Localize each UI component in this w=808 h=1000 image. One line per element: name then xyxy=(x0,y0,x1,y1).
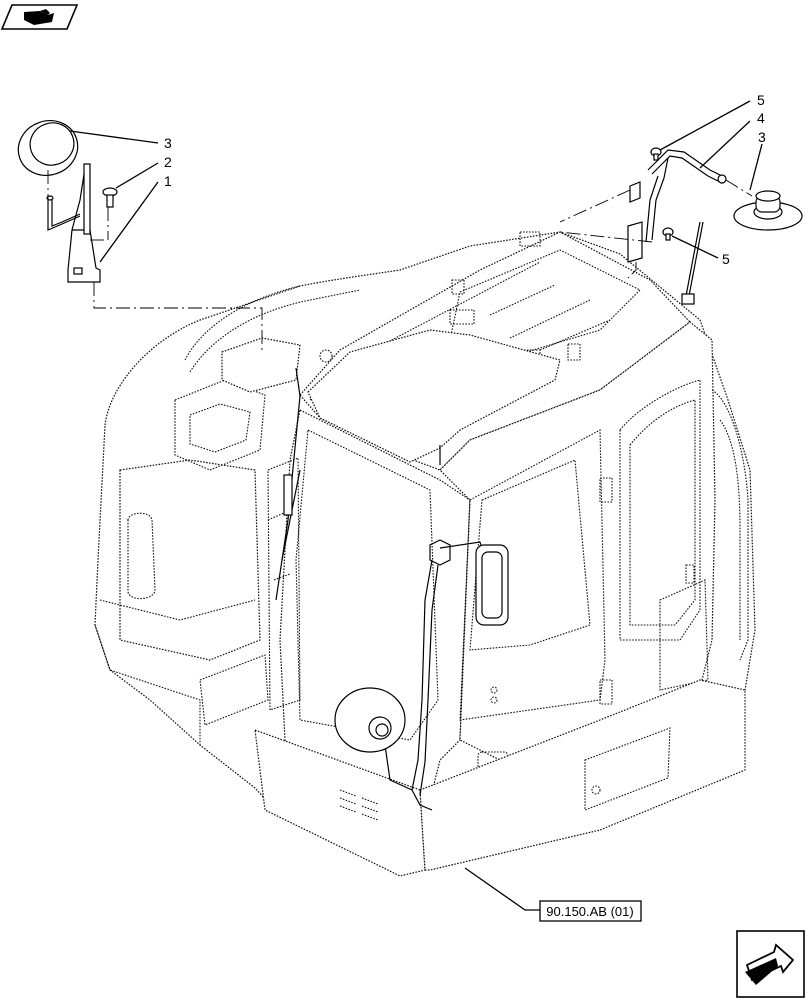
next-page-arrow-icon[interactable] xyxy=(736,930,805,998)
cab-assembly xyxy=(94,231,756,877)
callout-5-top: 5 xyxy=(757,92,765,108)
assembly-guide-lines xyxy=(47,170,753,352)
part-1-mirror-bracket-left xyxy=(46,163,101,283)
callout-1: 1 xyxy=(164,173,172,189)
callout-5-bottom: 5 xyxy=(722,251,730,267)
callout-leader-lines xyxy=(69,100,763,911)
callout-3-right: 3 xyxy=(758,129,766,145)
installed-round-mirror xyxy=(334,687,406,753)
wiper-assembly xyxy=(275,367,441,601)
reference-label[interactable]: 90.150.AB (01) xyxy=(546,904,633,919)
part-5-bolt-top-right xyxy=(650,147,662,161)
installed-mirror-bracket xyxy=(384,539,509,811)
antenna-right xyxy=(681,221,704,305)
part-4-mirror-arm-right xyxy=(627,149,727,263)
callout-2: 2 xyxy=(164,154,172,170)
part-5-bolt-bottom-right xyxy=(662,227,674,241)
part-2-bolt-left xyxy=(102,187,118,208)
section-book-icon[interactable] xyxy=(0,4,79,30)
part-3-round-mirror-left xyxy=(17,120,79,176)
part-3-mirror-right xyxy=(733,190,803,231)
callout-3-left: 3 xyxy=(164,135,172,151)
reference-link-box[interactable]: 90.150.AB (01) xyxy=(539,900,642,922)
callout-4: 4 xyxy=(757,110,765,126)
